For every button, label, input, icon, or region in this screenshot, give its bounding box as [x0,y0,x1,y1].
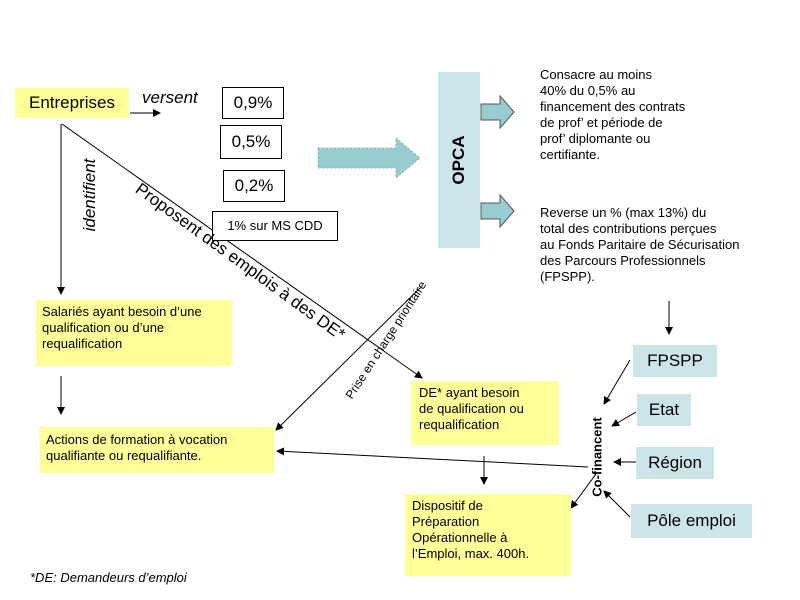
de-besoin-box: DE* ayant besoin de qualification ou req… [411,381,559,445]
pole-emploi-arrow [603,490,631,518]
etat-box: Etat [637,394,691,426]
etat-arrow [611,411,637,427]
pct-box-0-5: 0,5% [220,125,282,159]
fpspp-arrow [603,359,631,405]
co-financent-label: Co-financent [589,417,605,497]
actions-box: Actions de formation à vocation qualifia… [40,427,274,473]
reverse-text: Reverse un % (max 13%) du total des cont… [540,205,740,284]
identifient-label: identifient [80,158,99,232]
pct-box-0-9: 0,9% [222,87,284,119]
block-arrow-to-opca [317,136,421,180]
pct-box-0-2: 0,2% [223,170,285,202]
prise-en-charge-arrow [275,287,421,431]
region-box: Région [636,447,714,479]
proposent-arrow [61,123,423,379]
footnote: *DE: Demandeurs d’emploi [30,570,187,585]
cofinancent-to-actions-arrow [276,447,589,468]
opca-label: OPCA [449,135,468,185]
cofinancent-to-dispositif-arrow [570,473,597,509]
versent-label: versent [142,88,198,107]
block-arrow-reverse [480,193,515,229]
block-arrow-consacre [480,94,515,130]
pole-emploi-box: Pôle emploi [631,504,752,538]
consacre-text: Consacre au moins 40% du 0,5% au finance… [540,67,686,162]
salaries-box: Salariés ayant besoin d’une qualificatio… [36,300,232,366]
opca-box: OPCA [438,72,480,248]
fpspp-box: FPSPP [633,345,717,377]
dispositif-box: Dispositif de Préparation Opérationnelle… [405,494,571,576]
entreprises-box: Entreprises [15,88,129,118]
ms-cdd-box: 1% sur MS CDD [212,211,338,241]
